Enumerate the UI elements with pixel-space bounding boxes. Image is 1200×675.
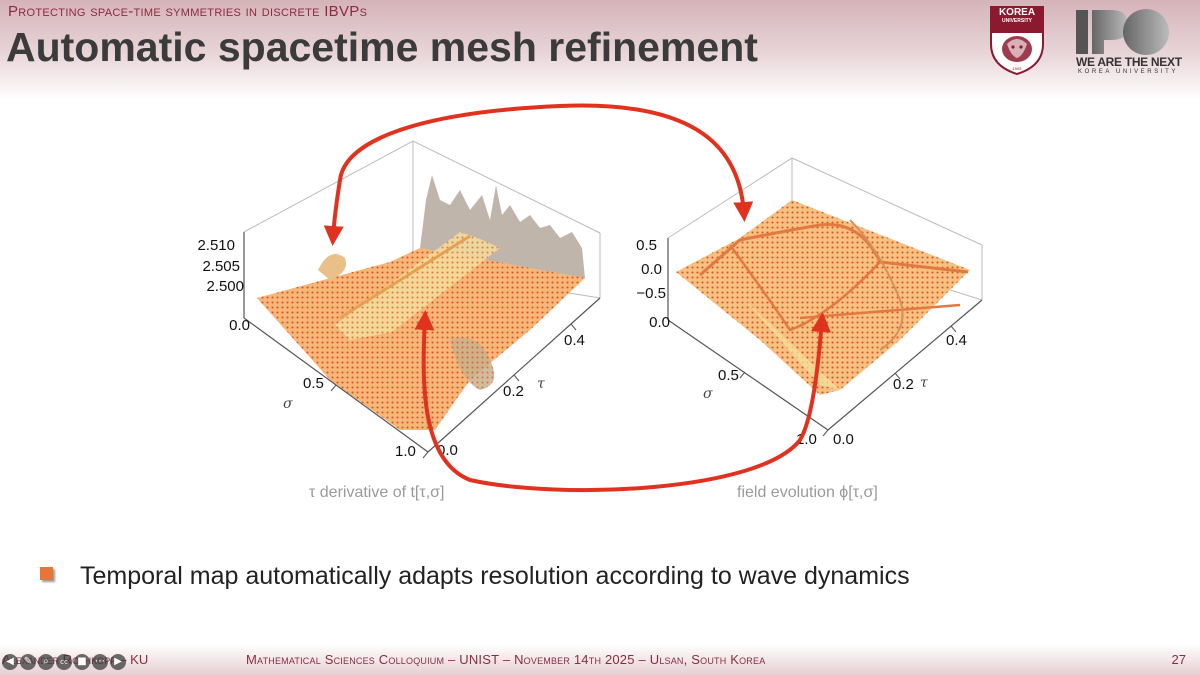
right-z-tick: 0.0 (641, 261, 662, 278)
right-tau-tick: 0.0 (833, 431, 854, 448)
bottom-curved-arrow (414, 310, 832, 493)
right-tau-tick: 0.4 (946, 332, 967, 349)
footer-event: Mathematical Sciences Colloquium – UNIST… (246, 652, 766, 667)
arrow-left-icon[interactable]: ◀ (2, 654, 18, 670)
pen-icon[interactable]: ✎ (20, 654, 36, 670)
right-plot-axes (667, 238, 983, 431)
slogan-subtext: KOREA UNIVERSITY (1078, 69, 1178, 75)
right-z-tick: 0.5 (636, 237, 657, 254)
left-tau-tick: 0.4 (564, 332, 585, 349)
left-sigma-tick: 1.0 (395, 443, 416, 460)
right-sigma-label: σ (703, 386, 713, 402)
left-z-tick: 2.500 (206, 278, 244, 295)
svg-text:1905: 1905 (1013, 66, 1023, 71)
korea-university-logo: 1905 (990, 6, 1044, 76)
right-z-tick: −0.5 (636, 285, 666, 302)
slogan-text: WE ARE THE NEXT (1076, 55, 1182, 69)
more-icon[interactable]: ⋯ (92, 654, 108, 670)
left-z-tick: 2.505 (202, 258, 240, 275)
right-z-tick: 0.0 (649, 314, 670, 331)
right-sigma-tick: 0.5 (718, 367, 739, 384)
top-curved-arrow (323, 103, 754, 246)
captions-icon[interactable]: cc (56, 654, 72, 670)
arrow-right-icon[interactable]: ▶ (110, 654, 126, 670)
right-tau-tick: 0.2 (893, 376, 914, 393)
page-number: 27 (1171, 652, 1186, 667)
right-tau-label: τ (920, 375, 928, 391)
korea-university-wordmark: KOREA UNIVERSITY (990, 8, 1044, 25)
slide-title: Automatic spacetime mesh refinement (6, 24, 758, 70)
zoom-icon[interactable]: ⌕ (38, 654, 54, 670)
left-z-tick: 0.0 (229, 317, 250, 334)
left-plot: 2.510 2.505 2.500 0.0 0.5 1.0 σ 0.4 0.2 … (197, 140, 601, 460)
slogan-logo (1076, 9, 1169, 55)
left-tau-label: τ (537, 376, 545, 392)
ku-line1: KOREA (998, 7, 1036, 18)
left-z-tick: 2.510 (197, 237, 235, 254)
bullet-text: Temporal map automatically adapts resolu… (80, 562, 910, 590)
right-plot-caption: field evolution ϕ[τ,σ] (737, 484, 878, 501)
left-plot-caption: τ derivative of t[τ,σ] (309, 484, 445, 501)
tiger-crest-icon (1002, 36, 1032, 62)
slide-subtitle: Protecting space-time symmetries in disc… (8, 3, 368, 20)
left-tau-tick: 0.2 (503, 383, 524, 400)
video-icon[interactable]: ■ (74, 654, 90, 670)
left-sigma-label: σ (283, 396, 293, 412)
presentation-nav: ◀ ✎ ⌕ cc ■ ⋯ ▶ (2, 654, 126, 670)
bullet-square-icon (40, 567, 53, 580)
slide-footer (0, 644, 1200, 675)
ku-line2: UNIVERSITY (1001, 18, 1032, 24)
right-plot: 0.5 0.0 −0.5 0.0 0.5 1.0 σ 0.4 0.2 0.0 τ (636, 157, 983, 448)
left-sigma-tick: 0.5 (303, 375, 324, 392)
